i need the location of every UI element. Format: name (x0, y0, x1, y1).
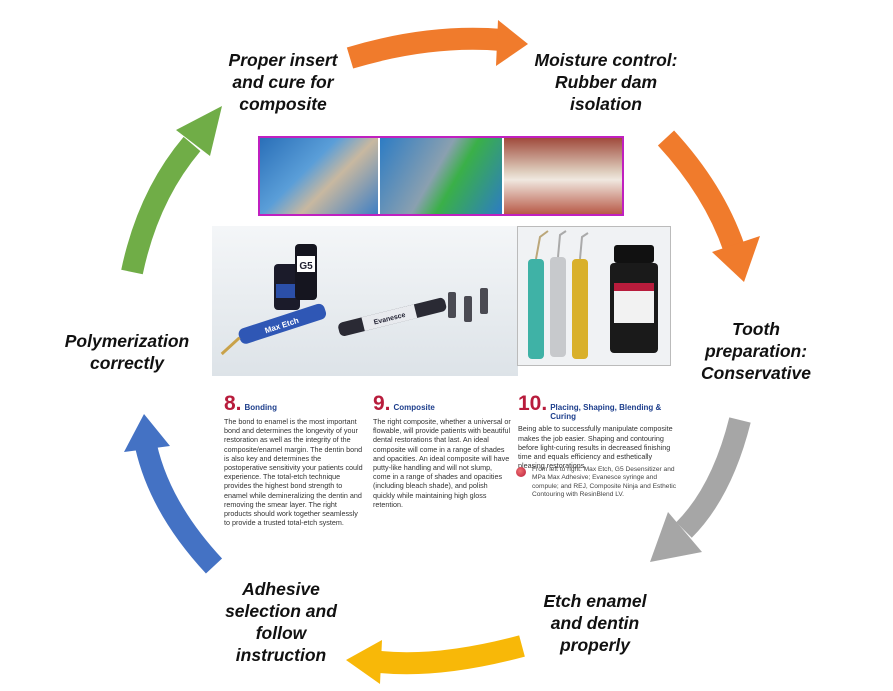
caption-text: From left to right: Max Etch, G5 Desensi… (532, 466, 677, 499)
arrow-blue-left (124, 414, 223, 574)
arrow-orange-right-shaft (657, 130, 745, 252)
instrument-photo (517, 226, 671, 366)
arrow-orange-top (346, 20, 528, 69)
photo-teeth-before (260, 138, 380, 214)
section-text-bonding: The bond to enamel is the most important… (224, 417, 363, 528)
caption-bullet-icon (516, 467, 526, 477)
product-illustration: G5 Max Etch Evanesce (220, 244, 488, 356)
article-column-placing: 10. Placing, Shaping, Blending & Curing … (518, 393, 678, 470)
step-etch-enamel: Etch enamel and dentin properly (543, 591, 647, 655)
arrow-orange-right-head (712, 236, 760, 282)
arrow-yellow-bottom-head (346, 640, 382, 684)
arrow-orange-right (657, 130, 760, 282)
article-column-bonding: 8. Bonding The bond to enamel is the mos… (224, 393, 364, 527)
step-polymerization: Polymerization correctly (64, 331, 190, 373)
arrow-gray-right-shaft (676, 417, 751, 538)
arrow-green-left-shaft (121, 136, 201, 275)
section-title-bonding: Bonding (244, 403, 277, 412)
photo-rubber-dam (380, 138, 504, 214)
instrument-illustration (528, 230, 658, 359)
arrow-orange-top-head (496, 20, 528, 66)
step-proper-insert: Proper insert and cure for composite (228, 50, 338, 114)
arrow-orange-top-shaft (346, 27, 503, 69)
arrow-blue-left-head (124, 414, 170, 452)
section-number-10: 10. (518, 392, 548, 415)
section-number-9: 9. (373, 392, 391, 415)
arrow-green-left (121, 106, 222, 275)
section-text-composite: The right composite, whether a universal… (373, 417, 511, 509)
product-photo: G5 Max Etch Evanesce (212, 226, 518, 376)
arrow-blue-left-shaft (135, 443, 223, 574)
step-moisture-control: Moisture control: Rubber dam isolation (534, 50, 678, 114)
step-adhesive-selection: Adhesive selection and follow instructio… (225, 579, 337, 665)
section-number-8: 8. (224, 392, 242, 415)
arrow-green-left-head (176, 106, 222, 156)
section-title-composite: Composite (393, 403, 435, 412)
product-caption: From left to right: Max Etch, G5 Desensi… (516, 466, 678, 500)
article-column-composite: 9. Composite The right composite, whethe… (373, 393, 511, 509)
arrow-yellow-bottom-shaft (378, 635, 525, 675)
section-text-placing: Being able to successfully manipulate co… (518, 424, 673, 471)
arrow-gray-right-head (650, 512, 702, 562)
arrow-gray-right (650, 417, 751, 562)
photo-teeth-after (504, 138, 622, 214)
section-title-placing: Placing, Shaping, Blending & Curing (550, 403, 662, 422)
label-g5: G5 (299, 261, 313, 272)
step-tooth-preparation: Tooth preparation: Conservative (701, 319, 811, 383)
clinical-photo-strip (258, 136, 624, 216)
arrow-yellow-bottom (346, 635, 525, 684)
